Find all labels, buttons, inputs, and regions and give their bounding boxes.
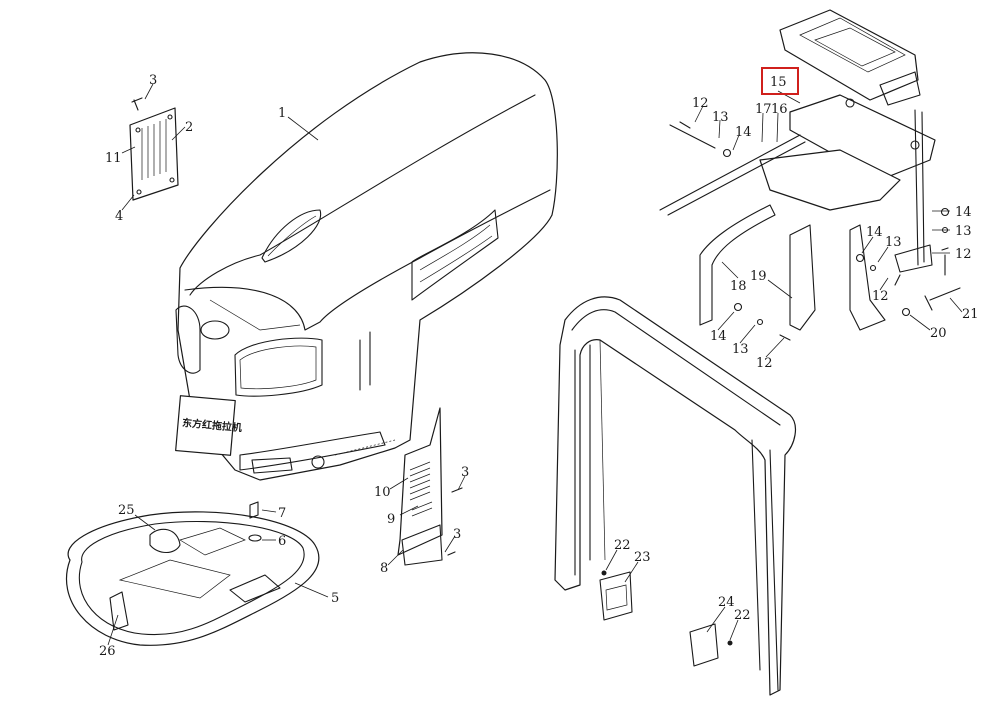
callout-numbers: 1 2 3 11 4 12 13 14 17 16 14 13 12 14 13… (99, 73, 979, 659)
callout-label: 4 (115, 209, 123, 224)
callout-label: 24 (718, 595, 735, 610)
callout-label: 14 (710, 329, 727, 344)
callout-label: 25 (118, 503, 135, 518)
cab-frame-part (554, 296, 797, 696)
callout-label: 23 (634, 550, 651, 565)
callout-label: 21 (962, 307, 979, 322)
callout-label: 20 (930, 326, 947, 341)
floor-mat-part (65, 501, 320, 646)
callout-label: 7 (278, 506, 286, 521)
callout-label: 11 (105, 151, 122, 166)
callout-label: 18 (730, 279, 747, 294)
callout-label: 10 (374, 485, 391, 500)
callout-label: 17 (755, 102, 772, 117)
callout-label: 13 (732, 342, 749, 357)
callout-label: 5 (331, 591, 339, 606)
callout-label: 3 (453, 527, 461, 542)
vent-panel-upper (129, 97, 179, 201)
callout-label: 14 (955, 205, 972, 220)
callout-label: 12 (692, 96, 709, 111)
callout-label: 16 (771, 102, 788, 117)
callout-label: 22 (614, 538, 631, 553)
callout-label: 14 (866, 225, 883, 240)
highlighted-part-callout[interactable]: 15 (761, 67, 799, 95)
callout-label: 12 (955, 247, 972, 262)
callout-label: 8 (380, 561, 388, 576)
callout-label: 2 (185, 120, 193, 135)
callout-label: 19 (750, 269, 767, 284)
callout-label: 9 (387, 512, 395, 527)
callout-label: 1 (278, 106, 286, 121)
vent-panel-lower (397, 407, 463, 566)
callout-label: 13 (955, 224, 972, 239)
highlight-label: 15 (770, 75, 787, 90)
callout-label: 14 (735, 125, 752, 140)
callout-label: 26 (99, 644, 116, 659)
callout-label: 13 (885, 235, 902, 250)
seat-bracket-part (659, 9, 961, 341)
hood-part: 东方红拖拉机 (175, 52, 558, 481)
callout-label: 12 (756, 356, 773, 371)
callout-label: 6 (278, 534, 286, 549)
callout-label: 3 (461, 465, 469, 480)
callout-label: 13 (712, 110, 729, 125)
highlight-box (761, 67, 799, 95)
callout-label: 3 (149, 73, 157, 88)
callout-label: 22 (734, 608, 751, 623)
callout-label: 12 (872, 289, 889, 304)
